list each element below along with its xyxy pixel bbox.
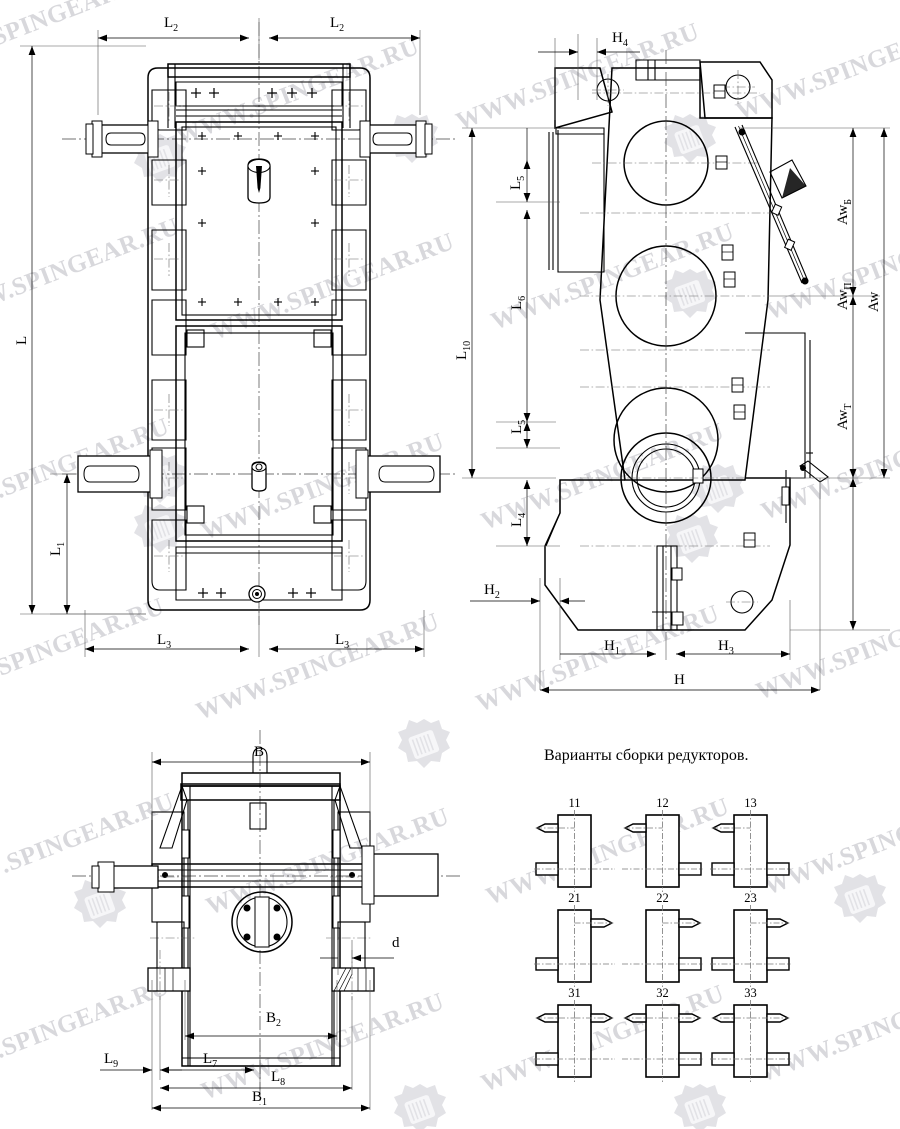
variant-23: 23 bbox=[710, 891, 791, 987]
dim-B2: B2 bbox=[184, 980, 338, 1040]
dim-label-B1: B1 bbox=[252, 1089, 267, 1108]
variant-code-label: 23 bbox=[744, 891, 757, 905]
variant-output-shaft-right bbox=[766, 957, 790, 971]
dim-label-L4: L4 bbox=[509, 513, 528, 527]
variants-title: Варианты сборки редукторов. bbox=[544, 747, 748, 764]
front-oil-sight-flange bbox=[231, 891, 293, 953]
dim-label-Aw: Aw bbox=[866, 292, 882, 312]
plan-shaft-lower-right bbox=[355, 449, 441, 499]
assembly-variants-panel: Варианты сборки редукторов. 11 12 13 21 22 23… bbox=[534, 747, 791, 1082]
plan-lug-centermarks bbox=[154, 92, 364, 572]
variant-31: 31 bbox=[534, 986, 615, 1082]
variant-code-label: 33 bbox=[744, 986, 757, 1000]
dim-label-L8: L8 bbox=[271, 1069, 285, 1088]
dim-label-L1: L1 bbox=[48, 542, 67, 556]
plan-cover-bolt-marks bbox=[198, 132, 319, 306]
variant-12: 12 bbox=[622, 796, 703, 892]
dim-H-group: H2 H1 H3 H bbox=[470, 478, 821, 694]
dim-label-L: L bbox=[14, 336, 30, 345]
view-front: B d B2 bbox=[72, 730, 460, 1112]
view-plan: L2 L2 L L1 bbox=[14, 15, 455, 657]
variant-21: 21 bbox=[534, 891, 615, 987]
variant-output-shaft-right bbox=[678, 1052, 702, 1066]
side-housing-outline bbox=[544, 50, 829, 631]
plan-shaft-upper-right bbox=[359, 120, 433, 158]
dim-label-L9: L9 bbox=[104, 1051, 118, 1070]
variant-code-label: 11 bbox=[568, 796, 580, 810]
variant-output-shaft-right bbox=[678, 957, 702, 971]
dim-label-H: H bbox=[674, 672, 685, 688]
plan-oil-plug bbox=[251, 461, 267, 492]
plan-housing-outline bbox=[147, 63, 371, 611]
dim-label-B2: B2 bbox=[266, 1010, 281, 1029]
variant-code-label: 22 bbox=[656, 891, 669, 905]
variant-32: 32 bbox=[622, 986, 703, 1082]
dim-label-L3-left: L3 bbox=[157, 632, 171, 651]
view-side-section: H4 L10 L5 L6 bbox=[454, 30, 890, 694]
dim-label-B: B bbox=[254, 744, 264, 760]
dim-H4: H4 bbox=[538, 30, 640, 120]
dim-d: d bbox=[320, 935, 400, 975]
dim-label-AwT: AwТ bbox=[835, 404, 854, 430]
dim-Aw-stack: AwБ AwП AwТ Aw bbox=[740, 127, 890, 631]
dim-front-bottom: L9 L7 L8 B1 bbox=[100, 980, 371, 1112]
dim-L1: L1 bbox=[48, 473, 146, 615]
variant-code-label: 31 bbox=[568, 986, 581, 1000]
plan-top-bolt-marks bbox=[191, 88, 317, 98]
dim-label-L3-right: L3 bbox=[335, 632, 349, 651]
variant-13: 13 bbox=[710, 796, 791, 892]
front-input-shaft bbox=[91, 861, 159, 893]
front-output-shaft bbox=[361, 845, 439, 905]
dim-label-L6: L6 bbox=[509, 296, 528, 310]
plan-shaft-lower-left bbox=[77, 449, 163, 499]
dim-label-H2: H2 bbox=[484, 582, 500, 601]
side-drain-boss bbox=[652, 545, 684, 631]
dim-L3: L3 L3 bbox=[84, 606, 425, 657]
dim-L-stack: L10 L5 L6 L5 L4 bbox=[454, 127, 560, 547]
variant-33: 33 bbox=[710, 986, 791, 1082]
dim-label-d: d bbox=[392, 935, 400, 951]
plan-drain-plug bbox=[248, 585, 266, 603]
dim-label-L2-right: L2 bbox=[330, 15, 344, 34]
dim-label-L7: L7 bbox=[203, 1051, 217, 1070]
variant-code-label: 12 bbox=[656, 796, 669, 810]
dim-label-L2-left: L2 bbox=[164, 15, 178, 34]
variant-output-shaft-right bbox=[678, 862, 702, 876]
side-diagonal-rib bbox=[734, 124, 809, 285]
plan-shaft-upper-left bbox=[85, 120, 159, 158]
dim-label-AwB: AwБ bbox=[835, 199, 854, 225]
dim-label-L10: L10 bbox=[454, 341, 473, 360]
variant-code-label: 13 bbox=[744, 796, 757, 810]
variant-22: 22 bbox=[622, 891, 703, 987]
variant-code-label: 32 bbox=[656, 986, 669, 1000]
side-bolt-head bbox=[713, 84, 756, 548]
dim-B: B bbox=[151, 744, 371, 820]
variant-11: 11 bbox=[534, 796, 615, 892]
variant-code-label: 21 bbox=[568, 891, 581, 905]
side-oil-spout bbox=[799, 460, 829, 483]
dim-label-L5-top: L5 bbox=[508, 176, 527, 190]
plan-bottom-bolt-marks bbox=[198, 588, 316, 598]
front-housing-outline bbox=[147, 747, 375, 1067]
plan-breather-plug bbox=[247, 158, 271, 204]
dim-label-H4: H4 bbox=[612, 30, 628, 49]
variant-output-shaft-right bbox=[766, 862, 790, 876]
variant-output-shaft-right bbox=[766, 1052, 790, 1066]
